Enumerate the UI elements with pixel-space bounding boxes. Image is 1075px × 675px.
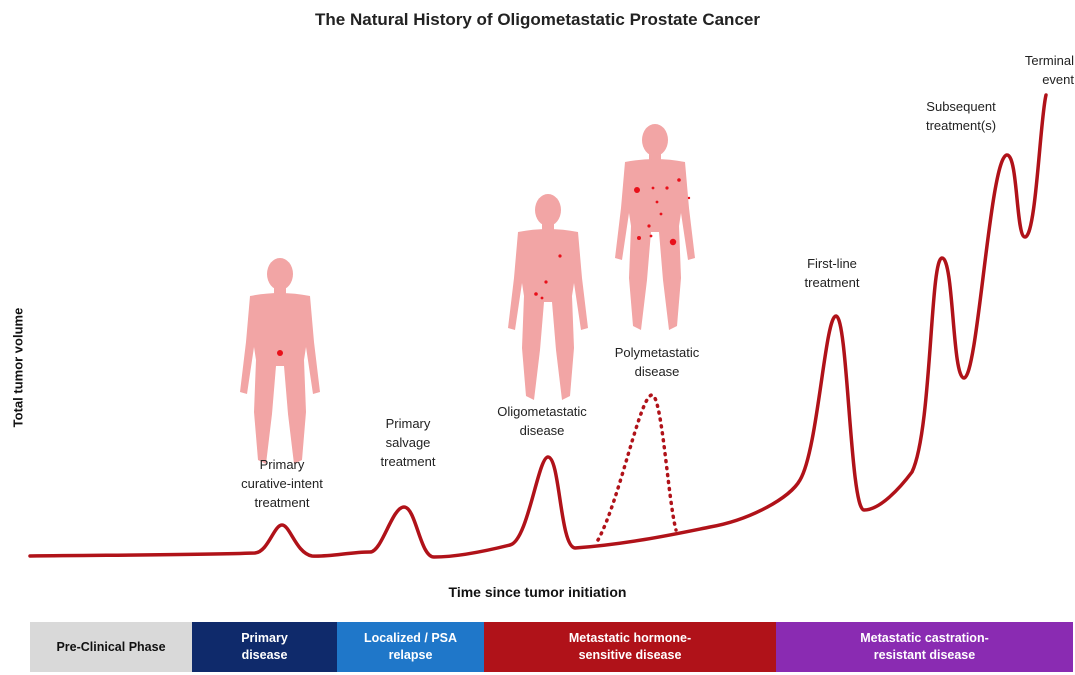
label-line: Polymetastatic xyxy=(595,343,719,362)
lesion-marker xyxy=(277,350,283,356)
label-line: event xyxy=(1002,70,1074,89)
tumor-curve-diagram xyxy=(0,0,1075,620)
label-line: Primary xyxy=(360,414,456,433)
primary-body-figure xyxy=(240,258,320,464)
oligometastatic-body-figure xyxy=(508,194,588,400)
phase-label: relapse xyxy=(364,647,457,664)
oligometastatic-label: Oligometastatic disease xyxy=(482,402,602,440)
lesion-marker xyxy=(665,186,668,189)
label-line: Primary xyxy=(220,455,344,474)
x-axis-label: Time since tumor initiation xyxy=(0,584,1075,600)
phase-label: resistant disease xyxy=(860,647,989,664)
phase-primary-disease: Primary disease xyxy=(192,622,337,672)
label-line: disease xyxy=(482,421,602,440)
lesion-marker xyxy=(670,239,676,245)
phase-label: disease xyxy=(241,647,288,664)
subsequent-treatment-label: Subsequent treatment(s) xyxy=(906,97,1016,135)
label-line: Oligometastatic xyxy=(482,402,602,421)
label-line: Terminal xyxy=(1002,51,1074,70)
label-line: disease xyxy=(595,362,719,381)
lesion-marker xyxy=(541,297,544,300)
phase-label: Localized / PSA xyxy=(364,630,457,647)
lesion-marker xyxy=(558,254,561,257)
phase-label: Metastatic hormone- xyxy=(569,630,691,647)
label-line: treatment xyxy=(220,493,344,512)
polymetastatic-label: Polymetastatic disease xyxy=(595,343,719,381)
first-line-label: First-line treatment xyxy=(784,254,880,292)
phase-label: Pre-Clinical Phase xyxy=(56,639,165,656)
polymetastatic-body-figure xyxy=(615,124,695,330)
salvage-treatment-label: Primary salvage treatment xyxy=(360,414,456,471)
label-line: treatment xyxy=(360,452,456,471)
label-line: curative-intent xyxy=(220,474,344,493)
y-axis-label: Total tumor volume xyxy=(11,308,26,428)
lesion-marker xyxy=(652,187,655,190)
lesion-marker xyxy=(534,292,538,296)
label-line: Subsequent xyxy=(906,97,1016,116)
polymetastatic-dotted-curve xyxy=(598,395,676,540)
lesion-marker xyxy=(634,187,640,193)
lesion-marker xyxy=(544,280,547,283)
label-line: salvage xyxy=(360,433,456,452)
label-line: treatment xyxy=(784,273,880,292)
phase-metastatic-castration-resistant: Metastatic castration- resistant disease xyxy=(776,622,1073,672)
phase-localized-psa-relapse: Localized / PSA relapse xyxy=(337,622,484,672)
lesion-marker xyxy=(688,197,690,199)
phase-metastatic-hormone-sensitive: Metastatic hormone- sensitive disease xyxy=(484,622,776,672)
phase-pre-clinical: Pre-Clinical Phase xyxy=(30,622,192,672)
phase-label: Primary xyxy=(241,630,288,647)
lesion-marker xyxy=(677,178,681,182)
phase-label: Metastatic castration- xyxy=(860,630,989,647)
lesion-marker xyxy=(647,224,650,227)
phase-label: sensitive disease xyxy=(569,647,691,664)
primary-treatment-label: Primary curative-intent treatment xyxy=(220,455,344,512)
terminal-event-label: Terminal event xyxy=(1002,51,1074,89)
label-line: First-line xyxy=(784,254,880,273)
lesion-marker xyxy=(660,213,663,216)
phase-bar: Pre-Clinical Phase Primary disease Local… xyxy=(30,622,1073,672)
lesion-marker xyxy=(656,201,659,204)
lesion-marker xyxy=(637,236,641,240)
label-line: treatment(s) xyxy=(906,116,1016,135)
lesion-marker xyxy=(650,235,653,238)
